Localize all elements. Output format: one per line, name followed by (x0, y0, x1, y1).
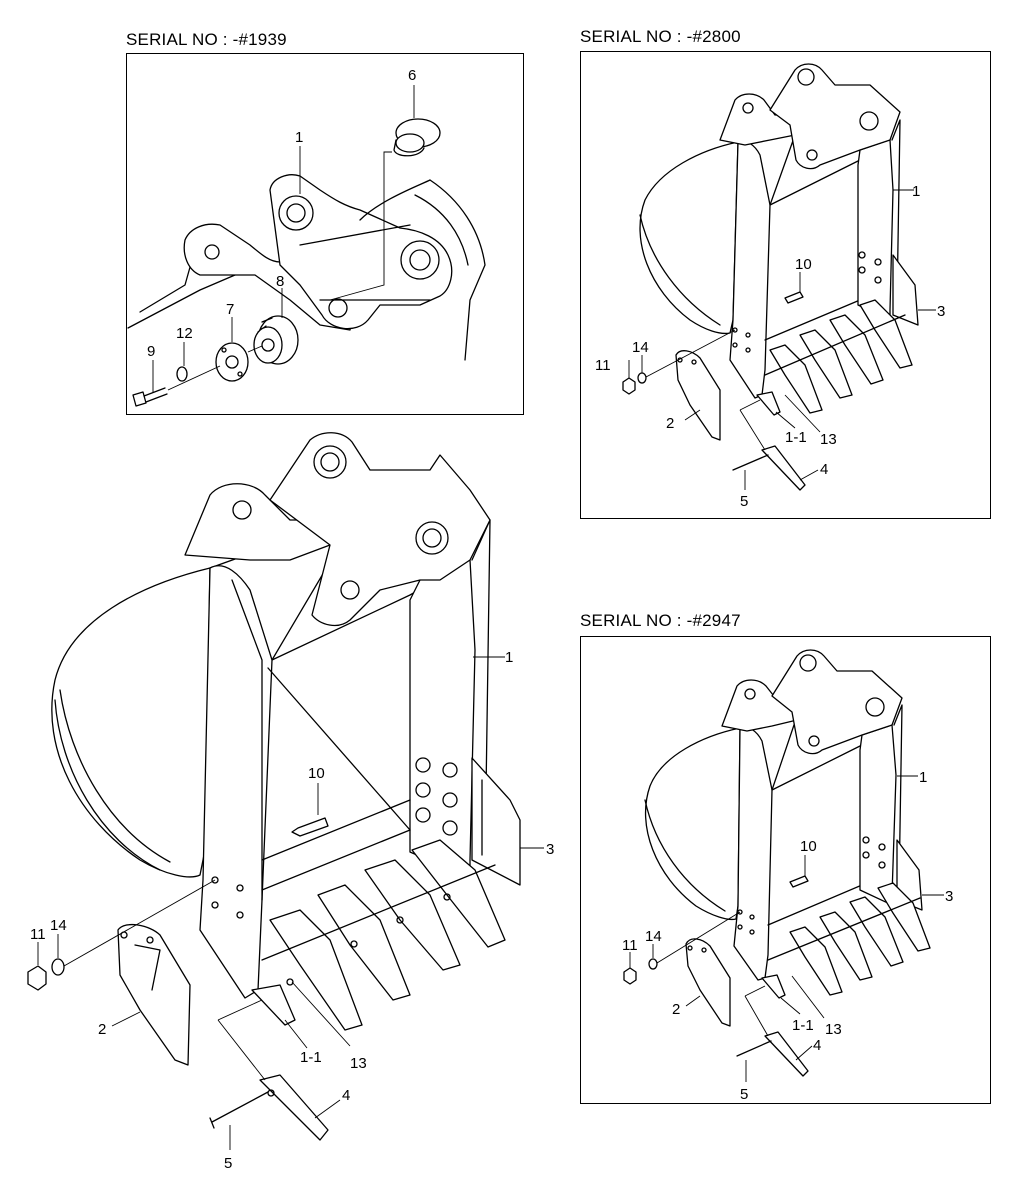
callout-p2-14: 14 (632, 339, 649, 356)
bucket-main-drawing (27, 432, 544, 1150)
callout-p2-3: 3 (937, 303, 945, 320)
callout-main-1: 1 (505, 649, 513, 666)
callout-p1-6: 6 (408, 67, 416, 84)
callout-p3-4: 4 (813, 1037, 821, 1054)
bracket-assembly-drawing (127, 85, 486, 407)
callout-p3-13: 13 (825, 1021, 842, 1038)
panel-serial-2947 (580, 636, 991, 1104)
callout-main-1-1: 1-1 (300, 1049, 322, 1066)
callout-p3-10: 10 (800, 838, 817, 855)
bucket-2800-drawing (622, 63, 936, 491)
callout-p3-3: 3 (945, 888, 953, 905)
callout-p1-1: 1 (295, 129, 303, 146)
callout-p2-10: 10 (795, 256, 812, 273)
callout-p3-14: 14 (645, 928, 662, 945)
callout-p2-1: 1 (912, 183, 920, 200)
callout-p3-5: 5 (740, 1086, 748, 1103)
callout-p1-7: 7 (226, 301, 234, 318)
callout-main-4: 4 (342, 1087, 350, 1104)
serial-heading-1939: SERIAL NO : -#1939 (126, 30, 287, 49)
callout-p1-8: 8 (276, 273, 284, 290)
callout-p2-5: 5 (740, 493, 748, 510)
serial-heading-2800: SERIAL NO : -#2800 (580, 27, 741, 46)
callout-p3-11: 11 (622, 937, 638, 954)
callout-main-14: 14 (50, 917, 67, 934)
callout-p1-9: 9 (147, 343, 155, 360)
callout-p2-11: 11 (595, 357, 611, 374)
callout-main-3: 3 (546, 841, 554, 858)
callout-main-2: 2 (98, 1021, 106, 1038)
bucket-2947-drawing (623, 649, 944, 1082)
callout-main-5: 5 (224, 1155, 232, 1172)
callout-p2-1-1: 1-1 (785, 429, 807, 446)
callout-p3-1: 1 (919, 769, 927, 786)
callout-main-11: 11 (30, 926, 46, 943)
panel-serial-2800 (580, 51, 991, 519)
callout-p3-2: 2 (672, 1001, 680, 1018)
callout-p1-12: 12 (176, 325, 193, 342)
callout-main-10: 10 (308, 765, 325, 782)
callout-main-13: 13 (350, 1055, 367, 1072)
serial-heading-2947: SERIAL NO : -#2947 (580, 611, 741, 630)
callout-p2-2: 2 (666, 415, 674, 432)
callout-p2-13: 13 (820, 431, 837, 448)
panel-serial-1939 (126, 53, 524, 415)
callout-p2-4: 4 (820, 461, 828, 478)
callout-p3-1-1: 1-1 (792, 1017, 814, 1034)
